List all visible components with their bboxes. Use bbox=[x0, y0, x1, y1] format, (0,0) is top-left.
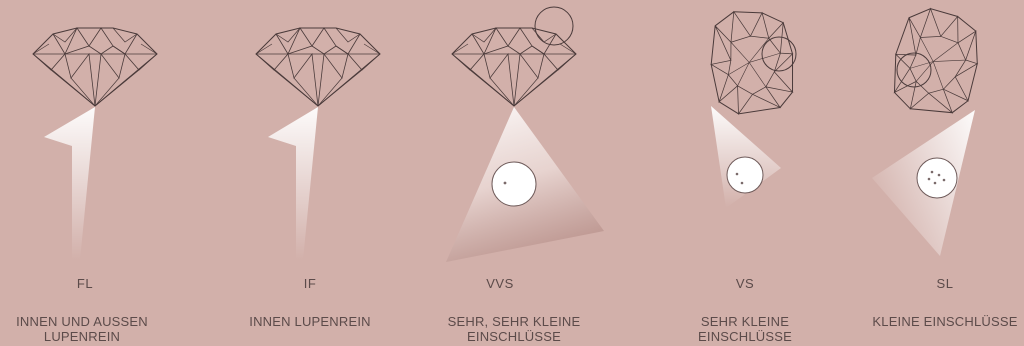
if-diamond bbox=[256, 28, 380, 106]
grade-description-fl: INNEN UND AUSSEN LUPENREIN bbox=[2, 314, 162, 344]
sl-stone bbox=[889, 5, 984, 117]
vvs-magnifier bbox=[492, 162, 536, 206]
fl-diamond bbox=[33, 28, 157, 106]
if-light-beam bbox=[268, 107, 318, 260]
grade-code-sl: SL bbox=[875, 276, 1015, 291]
grade-code-fl: FL bbox=[15, 276, 155, 291]
grade-code-if: IF bbox=[240, 276, 380, 291]
grade-description-if: INNEN LUPENREIN bbox=[215, 314, 405, 329]
vvs-inclusion-marker bbox=[535, 7, 573, 45]
vvs-diamond bbox=[452, 28, 576, 106]
sl-magnifier bbox=[917, 158, 957, 198]
grade-code-vs: VS bbox=[675, 276, 815, 291]
grade-description-vvs: SEHR, SEHR KLEINE EINSCHLÜSSE bbox=[434, 314, 594, 344]
grade-code-vvs: VVS bbox=[430, 276, 570, 291]
grade-description-sl: KLEINE EINSCHLÜSSE bbox=[867, 314, 1023, 329]
vs-magnifier bbox=[727, 157, 763, 193]
fl-light-beam bbox=[44, 107, 95, 260]
grade-description-vs: SEHR KLEINE EINSCHLÜSSE bbox=[680, 314, 810, 344]
vs-stone bbox=[706, 6, 798, 116]
